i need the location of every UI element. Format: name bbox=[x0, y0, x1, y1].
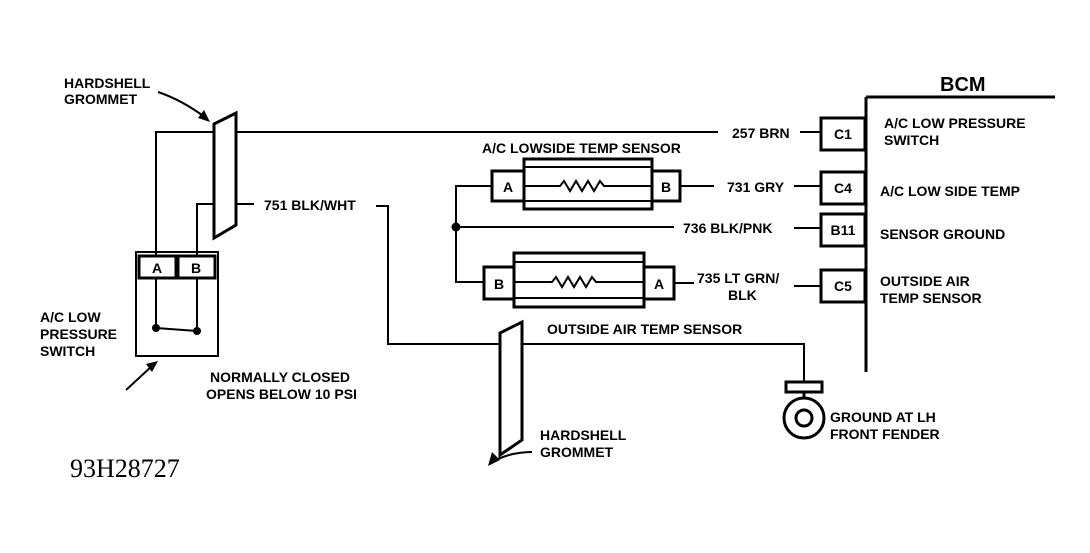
bcm-function-label: OUTSIDE AIR bbox=[880, 273, 970, 289]
outside-air-temp-sensor: B A OUTSIDE AIR TEMP SENSOR bbox=[482, 251, 742, 337]
sensor-pin-label: A bbox=[654, 276, 664, 292]
bcm-function-label: SWITCH bbox=[884, 132, 939, 148]
wire-label-735: 735 LT GRN/ bbox=[697, 270, 779, 286]
ground-terminal bbox=[784, 380, 824, 394]
grommet-label: HARDSHELL bbox=[540, 427, 627, 443]
switch-housing bbox=[135, 251, 219, 357]
switch-pin-label: B bbox=[191, 260, 201, 276]
bcm-function-label: TEMP SENSOR bbox=[880, 290, 982, 306]
grommet-label: HARDSHELL bbox=[64, 75, 151, 91]
splice-dot bbox=[451, 222, 461, 232]
sensor-pin-label: A bbox=[503, 179, 513, 195]
bcm-function-label: A/C LOW PRESSURE bbox=[884, 115, 1026, 131]
bcm-function-label: SENSOR GROUND bbox=[880, 226, 1005, 242]
bcm-pin-label: C4 bbox=[834, 180, 852, 196]
sensor-pin-label: B bbox=[661, 179, 671, 195]
ac-low-pressure-switch: A B A/C LOW PRESSURE SWITCH NORMALLY CLO… bbox=[40, 251, 357, 402]
switch-label: PRESSURE bbox=[40, 326, 117, 342]
arrow-head-icon bbox=[198, 110, 210, 122]
grommet-label: GROMMET bbox=[64, 91, 138, 107]
wire-257-left bbox=[155, 131, 214, 256]
bcm-pin-c4: C4 bbox=[819, 170, 867, 206]
sensor-pin-box bbox=[642, 265, 676, 301]
grommet-label: GROMMET bbox=[540, 444, 614, 460]
switch-pin-box bbox=[137, 254, 178, 280]
note-pointer bbox=[125, 365, 153, 391]
bcm-function-label: A/C LOW SIDE TEMP bbox=[880, 183, 1020, 199]
hardshell-grommet-bottom: HARDSHELL GROMMET bbox=[488, 319, 627, 466]
bcm-pin-box bbox=[819, 212, 867, 248]
ground-eyelet-hole bbox=[794, 408, 814, 428]
resistor-symbol bbox=[524, 179, 652, 193]
ground-label: FRONT FENDER bbox=[830, 426, 940, 442]
outside-sensor-label: OUTSIDE AIR TEMP SENSOR bbox=[547, 321, 742, 337]
figure-id: 93H28727 bbox=[70, 454, 180, 483]
switch-contact-dot bbox=[152, 324, 160, 332]
ground-lh-front-fender: GROUND AT LH FRONT FENDER bbox=[782, 380, 940, 442]
wire-label-731: 731 GRY bbox=[727, 179, 785, 195]
sensor-pin-box bbox=[650, 169, 682, 203]
bcm-pin-box bbox=[819, 170, 867, 206]
bcm-pin-c1: C1 bbox=[819, 116, 867, 152]
switch-label: A/C LOW bbox=[40, 309, 101, 325]
wire-label-751: 751 BLK/WHT bbox=[264, 197, 356, 213]
wire-751-route bbox=[376, 205, 500, 345]
bcm-pin-label: C5 bbox=[834, 278, 852, 294]
bcm-title: BCM bbox=[940, 74, 986, 96]
wire-label-735: BLK bbox=[728, 287, 757, 303]
ground-label: GROUND AT LH bbox=[830, 409, 936, 425]
switch-contact-dot bbox=[193, 327, 201, 335]
bcm-pin-label: B11 bbox=[831, 222, 856, 238]
lowside-temp-sensor: A/C LOWSIDE TEMP SENSOR A B bbox=[482, 140, 682, 211]
switch-contact bbox=[155, 327, 198, 332]
wire-736-bus bbox=[455, 185, 492, 283]
switch-pin-label: A bbox=[152, 260, 162, 276]
sensor-pin-label: B bbox=[494, 276, 504, 292]
hardshell-grommet-top: HARDSHELL GROMMET bbox=[64, 75, 238, 241]
arrow-head-icon bbox=[488, 452, 500, 466]
grommet-shape bbox=[498, 319, 524, 458]
bcm-pin-box bbox=[819, 268, 867, 304]
bcm-pin-b11: B11 bbox=[819, 212, 867, 248]
bcm-pin-box bbox=[819, 116, 867, 152]
wire-label-257: 257 BRN bbox=[732, 125, 790, 141]
switch-note: NORMALLY CLOSED bbox=[210, 369, 350, 385]
switch-label: SWITCH bbox=[40, 343, 95, 359]
grommet-shape bbox=[212, 110, 238, 241]
wire-751-left bbox=[196, 203, 214, 256]
resistor-symbol bbox=[514, 275, 644, 289]
lowside-sensor-label: A/C LOWSIDE TEMP SENSOR bbox=[482, 140, 681, 156]
bcm-pin-label: C1 bbox=[834, 126, 852, 142]
grommet-pointer bbox=[157, 91, 207, 119]
bcm-pin-c5: C5 bbox=[819, 268, 867, 304]
sensor-pin-box bbox=[482, 265, 516, 301]
arrow-head-icon bbox=[146, 361, 158, 372]
wire-label-736: 736 BLK/PNK bbox=[683, 220, 772, 236]
switch-note: OPENS BELOW 10 PSI bbox=[206, 386, 357, 402]
wire-ground bbox=[522, 343, 805, 382]
sensor-pin-box bbox=[490, 169, 526, 203]
